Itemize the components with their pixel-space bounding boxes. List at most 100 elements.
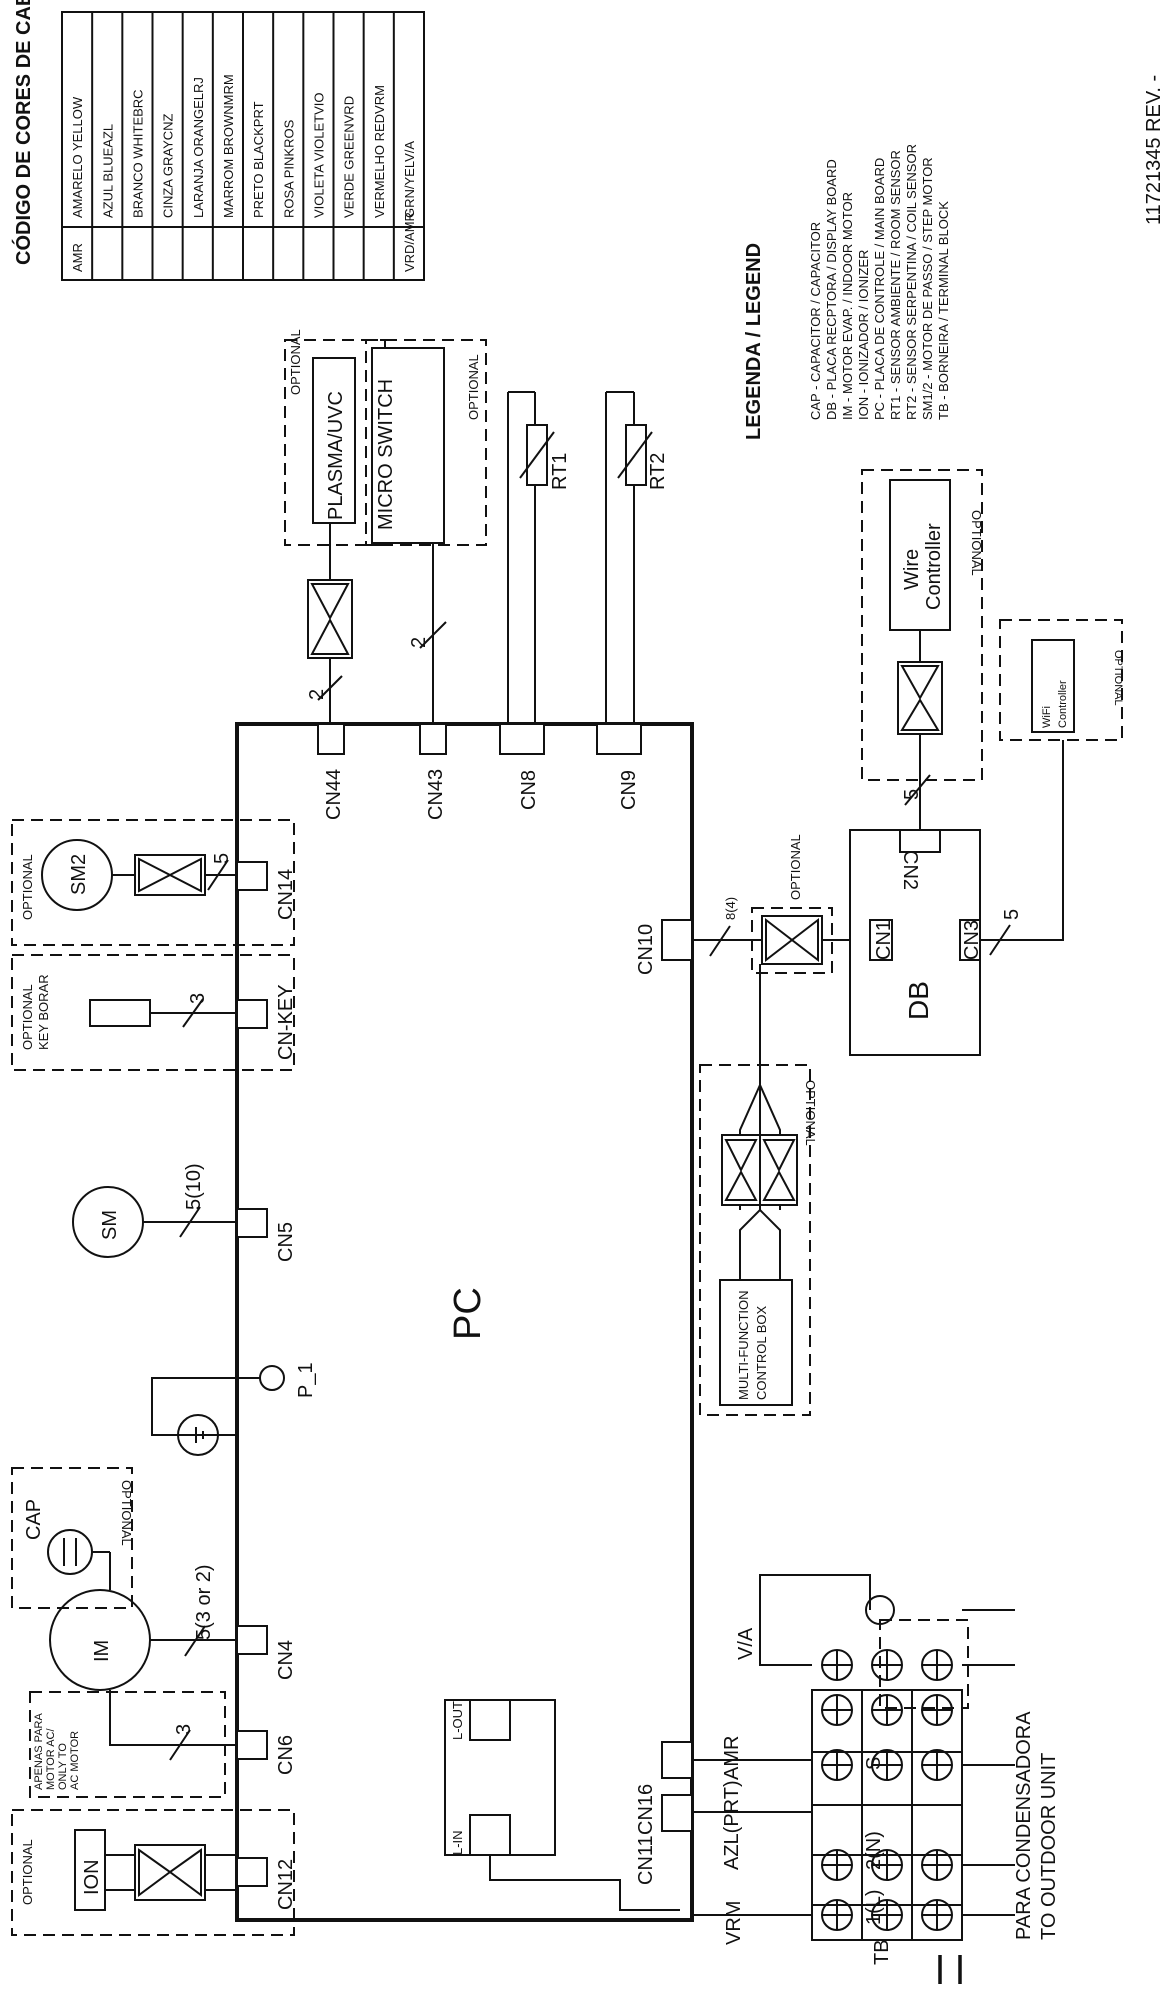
connector-cn16: CN16 [635, 1741, 812, 1835]
svg-text:Controller: Controller [1057, 680, 1069, 728]
svg-text:OPTIONAL: OPTIONAL [119, 1480, 134, 1546]
svg-text:AZL(PRT): AZL(PRT) [721, 1780, 743, 1870]
svg-text:8(4): 8(4) [723, 897, 738, 920]
color-name: PRETO BLACKPRT [251, 101, 266, 218]
svg-text:MOTOR AC/: MOTOR AC/ [45, 1728, 57, 1790]
connector-cn11: CN11 [635, 1794, 812, 1885]
document-number: 11721345 REV. - [1143, 75, 1165, 225]
svg-text:CN44: CN44 [323, 769, 345, 820]
svg-text:KEY BORAR: KEY BORAR [36, 974, 51, 1050]
svg-text:5: 5 [1001, 909, 1023, 920]
svg-text:OPTIONAL: OPTIONAL [969, 510, 984, 576]
rt1-sensor: RT1 [507, 391, 571, 724]
svg-text:DB: DB [903, 981, 934, 1020]
svg-text:L-OUT: L-OUT [450, 1701, 465, 1740]
svg-text:CN11: CN11 [635, 1835, 657, 1885]
wifi-controller: OPTIONAL WiFi Controller [999, 619, 1124, 741]
svg-text:CN5: CN5 [275, 1222, 297, 1262]
svg-text:CONTROL BOX: CONTROL BOX [754, 1306, 769, 1400]
svg-text:OPTIONAL: OPTIONAL [788, 834, 803, 900]
svg-text:3: 3 [173, 1724, 195, 1735]
multi-function-control-box: OPTIONAL MULTI-FUNCTION CONTROL BOX [699, 964, 818, 1416]
svg-text:Controller: Controller [923, 523, 945, 610]
svg-text:RT2: RT2 [647, 453, 669, 490]
svg-text:P_1: P_1 [295, 1362, 317, 1398]
legend-item: SM1/2 - MOTOR DE PASSO / STEP MOTOR [920, 157, 935, 420]
svg-text:AC MOTOR: AC MOTOR [69, 1731, 81, 1790]
legend: LEGENDA / LEGEND CAP - CAPACITOR / CAPAC… [743, 144, 951, 440]
svg-text:OPTIONAL: OPTIONAL [803, 1080, 818, 1146]
legend-item: TB - BORNEIRA / TERMINAL BLOCK [936, 201, 951, 420]
color-name: BRANCO WHITEBRC [130, 89, 145, 218]
svg-text:PARA CONDENSADORA: PARA CONDENSADORA [1013, 1711, 1035, 1940]
legend-item: CAP - CAPACITOR / CAPACITOR [808, 222, 823, 420]
indoor-motor: OPTIONAL CAP IM 5(3 or 2) CN4 [11, 1467, 297, 1691]
svg-text:OPTIONAL: OPTIONAL [288, 329, 303, 395]
svg-text:AMR: AMR [721, 1736, 743, 1780]
key-borar: OPTIONAL KEY BORAR 3 CN-KEY [11, 954, 297, 1071]
svg-text:APENAS PARA: APENAS PARA [33, 1713, 45, 1790]
svg-text:5(10): 5(10) [183, 1163, 205, 1210]
legend-item: RT1 - SENSOR AMBIENTE / ROOM SENSOR [888, 150, 903, 420]
legend-item: RT2 - SENSOR SERPENTINA / COIL SENSOR [904, 144, 919, 420]
micro-switch: OPTIONAL MICRO SWITCH 2 [365, 339, 487, 724]
legend-item: DB - PLACA RECPTORA / DISPLAY BOARD [824, 159, 839, 420]
svg-text:SM: SM [99, 1210, 121, 1240]
legend-item: IM - MOTOR EVAP. / INDOOR MOTOR [840, 192, 855, 420]
svg-text:SM2: SM2 [68, 854, 90, 895]
svg-text:S: S [863, 1757, 885, 1770]
connector-cn43: CN43 [419, 723, 447, 820]
svg-text:OPTIONAL: OPTIONAL [20, 1839, 35, 1905]
legend-title: LEGENDA / LEGEND [743, 243, 765, 440]
color-name: VERMELHO REDVRM [372, 85, 387, 218]
color-name: AZUL BLUEAZL [100, 124, 115, 218]
sm-step-motor: SM 5(10) CN5 [72, 1163, 297, 1262]
color-code: VRD/AMR [402, 212, 417, 272]
svg-text:5: 5 [211, 853, 233, 864]
connector-cn9: CN9 [596, 723, 642, 810]
sm2-step-motor: OPTIONAL SM2 5 CN14 [11, 819, 297, 946]
svg-text:TB: TB [871, 1939, 893, 1965]
svg-text:OPTIONAL: OPTIONAL [1112, 650, 1124, 706]
svg-text:IM: IM [91, 1640, 113, 1662]
svg-text:CN-KEY: CN-KEY [275, 984, 297, 1060]
svg-text:CN12: CN12 [275, 1859, 297, 1910]
plasma-uvc: OPTIONAL PLASMA/UVC 2 [284, 329, 386, 724]
svg-text:OPTIONAL: OPTIONAL [20, 854, 35, 920]
svg-text:3: 3 [187, 993, 209, 1004]
svg-text:CN4: CN4 [275, 1640, 297, 1680]
svg-text:OPTIONAL: OPTIONAL [20, 984, 35, 1050]
svg-text:CN43: CN43 [425, 769, 447, 820]
svg-text:CN2: CN2 [899, 850, 921, 890]
wifi-cable [980, 740, 1064, 941]
svg-text:ION: ION [81, 1859, 103, 1895]
color-name: CINZA GRAYCNZ [161, 113, 176, 218]
color-name: VIOLETA VIOLETVIO [311, 93, 326, 218]
rt2-sensor: RT2 [605, 391, 669, 724]
display-board-db: DB CN1 CN2 CN3 [849, 829, 983, 1056]
svg-text:CAP: CAP [23, 1499, 45, 1540]
svg-text:CN9: CN9 [618, 770, 640, 810]
svg-text:VRM: VRM [723, 1901, 745, 1945]
ac-motor-only: APENAS PARA MOTOR AC/ ONLY TO AC MOTOR 3… [29, 1690, 297, 1798]
svg-text:2(N): 2(N) [863, 1831, 885, 1870]
ionizer: OPTIONAL ION CN12 [11, 1809, 297, 1936]
svg-text:CN6: CN6 [275, 1735, 297, 1775]
color-name: GRN/YELV/A [402, 141, 417, 218]
color-name: ROSA PINKROS [281, 119, 296, 218]
legend-item: PC - PLACA DE CONTROLE / MAIN BOARD [872, 158, 887, 420]
svg-text:CN14: CN14 [275, 869, 297, 920]
svg-text:V/A: V/A [735, 1627, 757, 1660]
wire-controller: OPTIONAL Wire Controller [861, 469, 984, 781]
connector-cn10: CN10 8(4) OPTIONAL [635, 834, 870, 975]
svg-text:CN10: CN10 [635, 924, 657, 975]
connector-cn8: CN8 [499, 723, 545, 810]
svg-text:WiFi: WiFi [1041, 706, 1053, 728]
svg-text:MICRO SWITCH: MICRO SWITCH [375, 379, 397, 530]
legend-item: ION - IONIZADOR / IONIZER [856, 250, 871, 420]
svg-text:CN16: CN16 [635, 1784, 657, 1835]
color-name: AMARELO YELLOW [70, 96, 85, 218]
svg-text:MULTI-FUNCTION: MULTI-FUNCTION [736, 1290, 751, 1400]
